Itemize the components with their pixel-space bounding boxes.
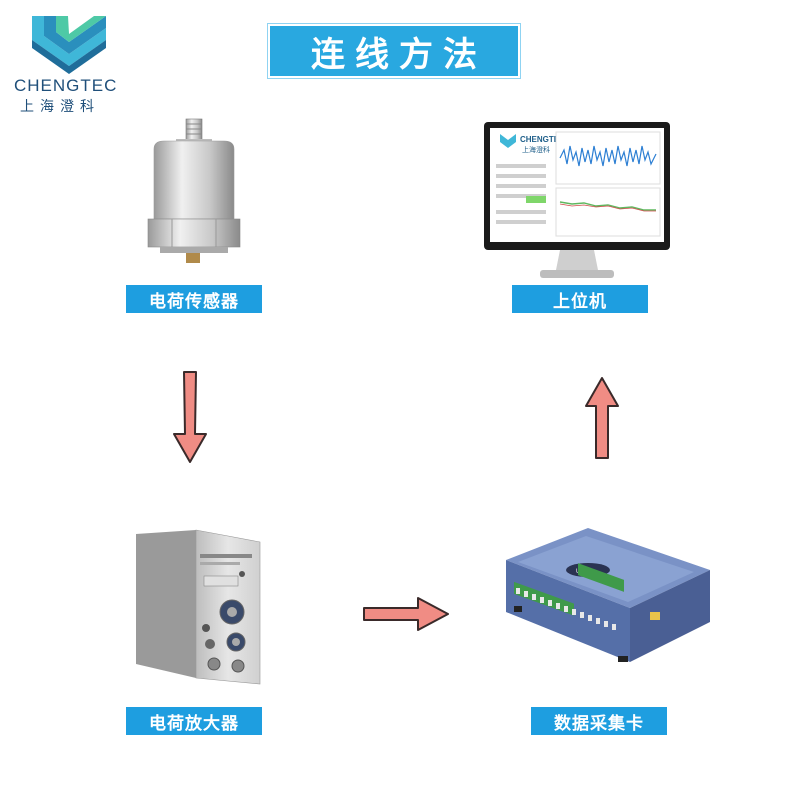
label-charge-sensor: 电荷传感器 <box>126 285 262 313</box>
daq-card-image: USB <box>498 522 713 672</box>
pc-monitor-image: CHENGTEC 上海澄科 <box>482 120 672 285</box>
arrow-amplifier-to-daq <box>362 596 452 634</box>
arrow-daq-to-pc <box>582 376 622 460</box>
arrow-sensor-to-amplifier <box>170 370 210 466</box>
logo-mark-icon <box>32 16 106 74</box>
label-host-pc: 上位机 <box>512 285 648 313</box>
label-daq-card: 数据采集卡 <box>531 707 667 735</box>
screen-brand-text: CHENGTEC <box>520 135 565 144</box>
screen-subtitle-text: 上海澄科 <box>522 145 550 154</box>
label-charge-amplifier: 电荷放大器 <box>126 707 262 735</box>
logo-subtitle-text: 上海澄科 <box>20 99 100 115</box>
charge-sensor-image <box>140 115 250 275</box>
page-title: 连线方法 <box>311 34 487 75</box>
chengtec-logo <box>14 8 124 118</box>
charge-amplifier-image <box>134 528 264 688</box>
logo-brand-text: CHENGTEC <box>14 76 118 95</box>
title-banner: 连线方法 <box>270 26 518 76</box>
